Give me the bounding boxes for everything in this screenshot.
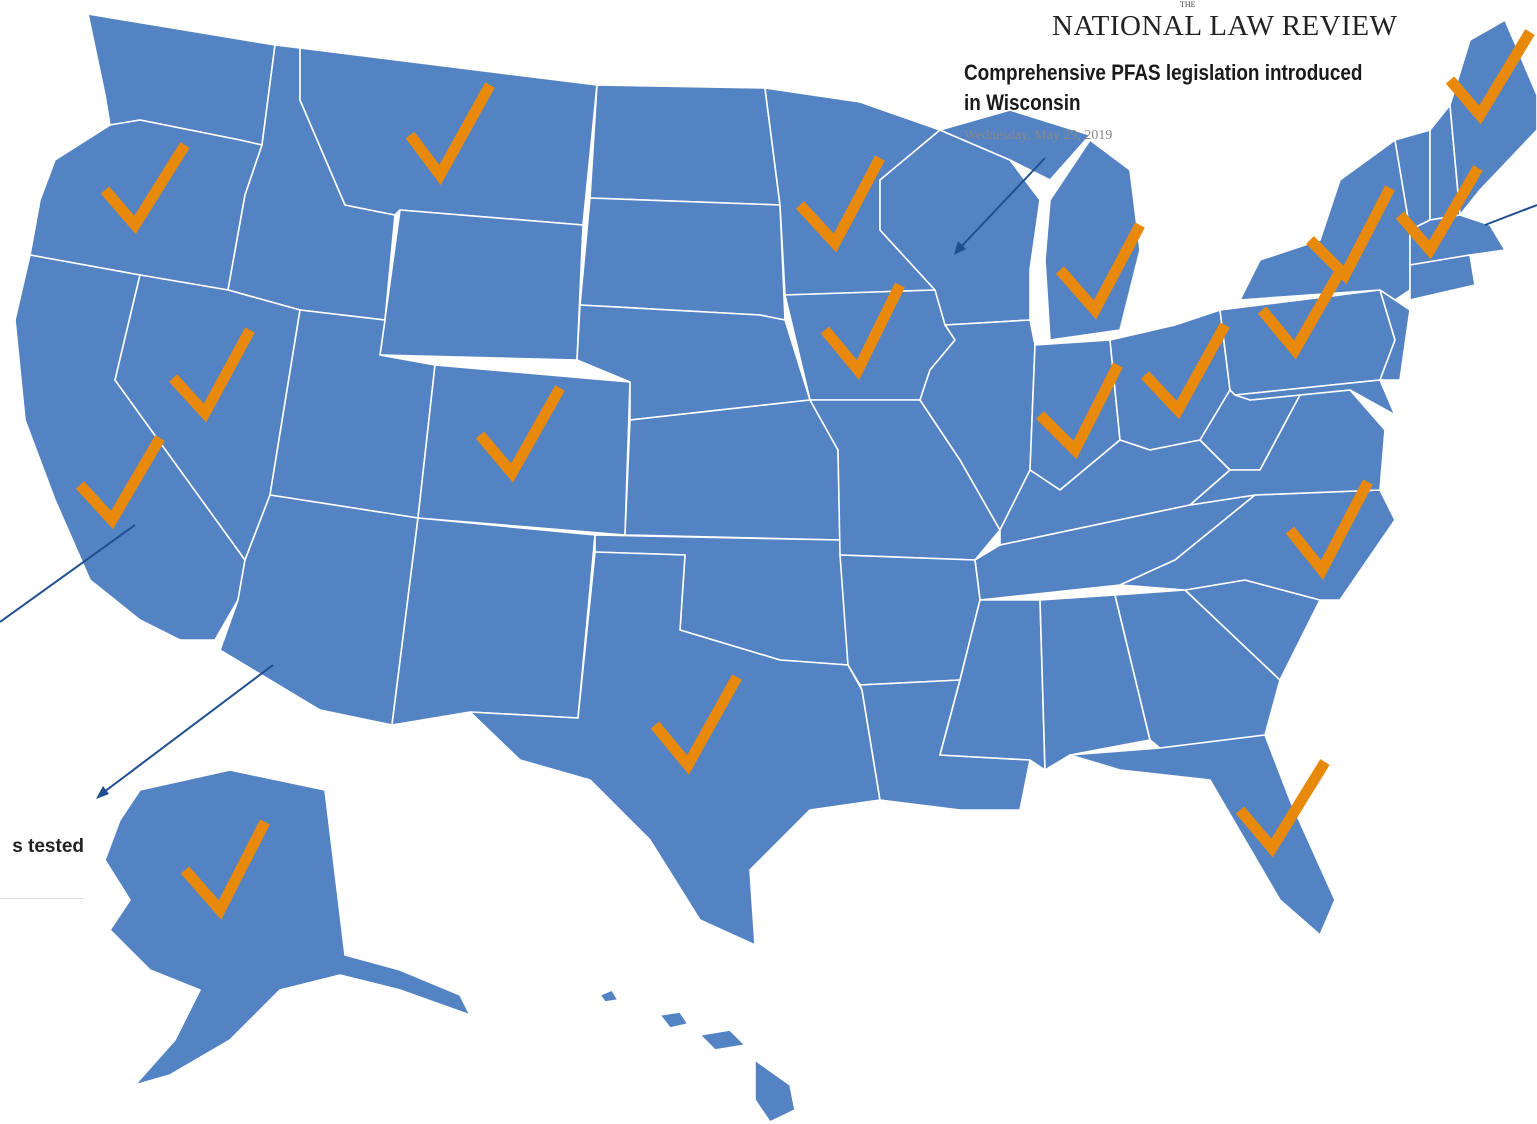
check-nevada [168, 327, 255, 423]
check-iowa [820, 282, 905, 381]
state-kansas [624, 399, 841, 541]
state-wyoming [379, 209, 584, 361]
check-north-carolina [1285, 479, 1373, 581]
state-new-mexico [391, 517, 596, 726]
check-michigan [1055, 222, 1145, 320]
check-oregon [100, 142, 190, 235]
state-pennsylvania [1219, 289, 1396, 396]
check-indiana [1036, 362, 1123, 460]
masthead-small: THE [1180, 0, 1196, 9]
state-delaware-maryland [1234, 379, 1396, 416]
state-montana [299, 47, 598, 226]
state-hawaii-1 [599, 989, 619, 1003]
masthead-title: NATIONAL LAW REVIEW [1052, 10, 1398, 42]
check-california [75, 435, 165, 530]
state-hawaii-4 [754, 1059, 796, 1123]
checkmarks-layer [75, 29, 1535, 920]
check-maine [1445, 29, 1535, 125]
check-pennsylvania [1257, 265, 1347, 360]
article-date: Wednesday, May 29, 2019 [964, 128, 1113, 143]
arrow-wisconsin [954, 157, 1046, 255]
state-hawaii-3 [699, 1029, 746, 1051]
check-ohio [1140, 322, 1230, 420]
check-massachusetts [1395, 165, 1483, 260]
state-connecticut-ri [1409, 254, 1476, 301]
state-arkansas [839, 554, 981, 686]
check-colorado [475, 385, 565, 483]
check-montana [405, 82, 495, 186]
state-alaska [104, 769, 471, 1086]
state-alabama [1039, 594, 1151, 771]
cropped-snippet-text: s tested [12, 836, 84, 857]
check-florida [1235, 759, 1330, 858]
state-michigan [1044, 139, 1141, 341]
state-new-jersey [1379, 289, 1411, 381]
arrow-arizona [96, 664, 274, 799]
state-florida [1069, 734, 1336, 936]
state-maine [1449, 19, 1537, 216]
state-michigan-upper [939, 109, 1091, 181]
arrow-massachusetts [1484, 204, 1537, 226]
arrow-california [0, 524, 136, 623]
check-alaska [180, 819, 270, 920]
state-south-dakota [579, 197, 786, 321]
state-new-york [1239, 139, 1411, 301]
check-new-york [1306, 185, 1395, 285]
check-minnesota [795, 155, 885, 253]
state-illinois [919, 319, 1036, 531]
snippet-divider [0, 898, 84, 899]
check-texas [650, 674, 742, 775]
state-north-dakota [589, 84, 781, 206]
article-headline[interactable]: Comprehensive PFAS legislation introduce… [964, 60, 1363, 115]
state-hawaii-2 [659, 1011, 689, 1029]
